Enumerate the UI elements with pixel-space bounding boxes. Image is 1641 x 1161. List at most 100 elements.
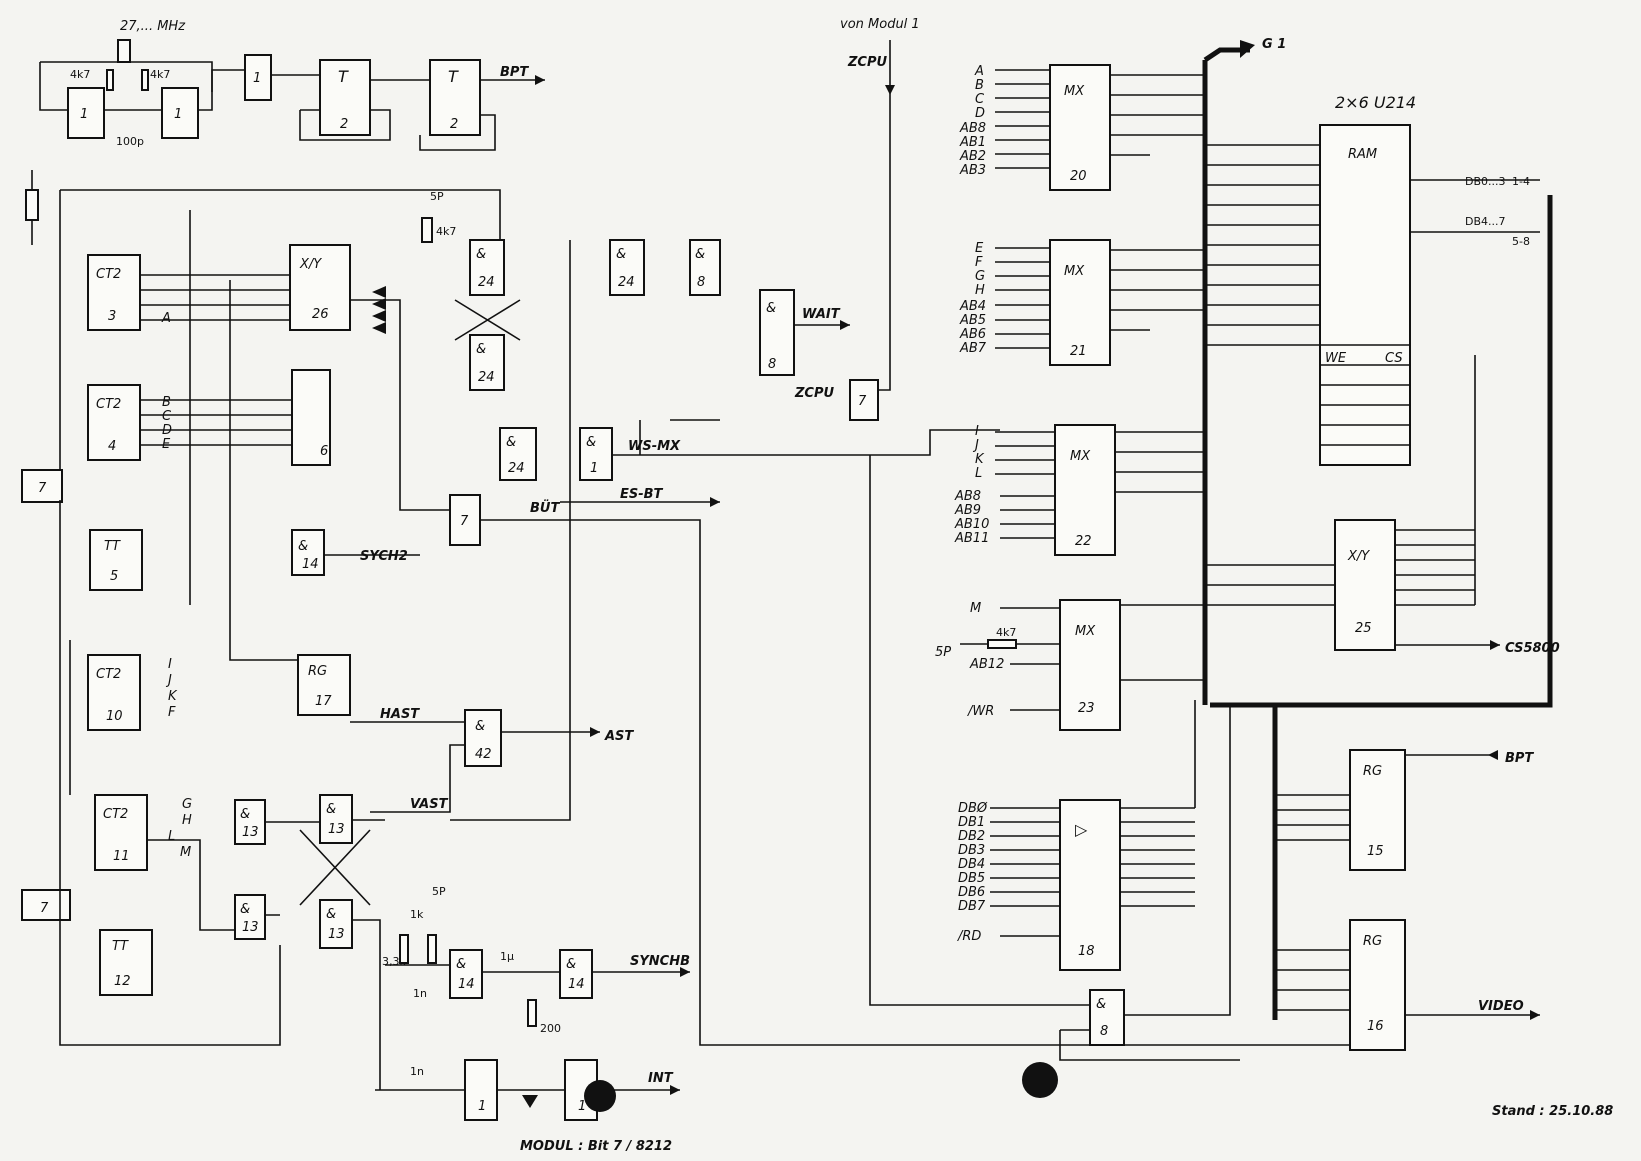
signal-zcpu-mid: ZCPU <box>794 386 834 401</box>
mux-20 <box>1049 64 1111 191</box>
osc-r1-value: 4k7 <box>70 68 90 81</box>
register-rg15-type: RG <box>1363 764 1382 779</box>
signal-cs5800: CS5800 <box>1505 641 1560 656</box>
nand-42-num: 42 <box>475 747 492 762</box>
nand-24c-num: 24 <box>618 275 635 290</box>
osc-c-value: 100p <box>116 135 144 148</box>
demux-xy25-num: 25 <box>1355 621 1372 636</box>
resistor-left <box>25 189 39 221</box>
signal-vast: VAST <box>410 797 449 812</box>
signal-but: BÜT <box>530 500 560 516</box>
flipflop-tt12 <box>99 929 153 996</box>
buf18-in-db3: DB3 <box>958 843 985 858</box>
mux20-in-ab1: AB1 <box>959 135 986 150</box>
buf18-in-db1: DB1 <box>958 815 985 830</box>
signal-int: INT <box>648 1071 674 1086</box>
nand-13a <box>234 799 266 845</box>
mux-23-num: 23 <box>1078 701 1095 716</box>
chip-u7c <box>21 469 63 503</box>
mux-section: MX 20 A B C D AB8 AB1 AB2 AB3 MX 21 E F … <box>935 64 1205 731</box>
flipflop-tt12-num: 12 <box>114 974 131 989</box>
mux20-in-ab3: AB3 <box>959 163 986 178</box>
buf18-in-db5: DB5 <box>958 871 985 886</box>
mux-20-type: MX <box>1064 84 1085 99</box>
nand-24c-type: & <box>616 247 626 262</box>
pullup-resistor <box>421 217 433 243</box>
mux22-in-ab11: AB11 <box>954 531 989 546</box>
counter-ct11-type: CT2 <box>103 807 128 822</box>
from-module-label: von Modul 1 <box>840 17 920 32</box>
ct4-output-b: B <box>162 395 171 410</box>
ram-type: RAM <box>1348 147 1377 162</box>
mux-22-type: MX <box>1070 449 1091 464</box>
mux-23-type: MX <box>1075 624 1096 639</box>
osc-r2-value: 4k7 <box>150 68 170 81</box>
mux23-in-m: M <box>970 601 981 616</box>
mux20-in-c: C <box>975 92 985 107</box>
nand-1-type: & <box>586 435 596 450</box>
register-rg17-num: 17 <box>315 694 332 709</box>
mux23-r-value: 4k7 <box>996 626 1016 639</box>
mux22-in-ab8: AB8 <box>954 489 981 504</box>
osc-r1 <box>106 69 114 91</box>
pullup-r-value: 4k7 <box>436 225 456 238</box>
nand-24a-num: 24 <box>478 275 495 290</box>
r-1k-value: 1k <box>410 908 424 921</box>
chip-u7c-num: 7 <box>38 481 47 496</box>
chip-u7b <box>449 494 481 546</box>
crystal <box>117 39 131 63</box>
chip-u7a-num: 7 <box>858 394 867 409</box>
mux-22-num: 22 <box>1075 534 1092 549</box>
flipflop-t2-type: T <box>448 67 459 86</box>
nand-8c-num: 8 <box>1100 1024 1108 1039</box>
mux20-in-ab8: AB8 <box>959 121 986 136</box>
mux-20-num: 20 <box>1070 169 1087 184</box>
osc-frequency-label: 27,... MHz <box>120 19 186 34</box>
signal-es-bt: ES-BT <box>620 487 664 502</box>
mux23-in-ab12: AB12 <box>969 657 1004 672</box>
gate-u1b <box>161 87 199 139</box>
signal-ws-mx: WS-MX <box>628 439 681 454</box>
mux20-in-ab2: AB2 <box>959 149 986 164</box>
nand-13b-num: 13 <box>328 822 345 837</box>
buf18-in-db7: DB7 <box>958 899 986 914</box>
register-rg16 <box>1349 919 1406 1051</box>
buf18-in-db6: DB6 <box>958 885 985 900</box>
interconnects <box>59 189 1350 1090</box>
chip-u7a <box>849 379 879 421</box>
buf18-in-db0: DBØ <box>958 801 988 816</box>
gate-u1b-type: 1 <box>174 107 182 122</box>
buf18-in-db2: DB2 <box>958 829 985 844</box>
ram-title: 2×6 U214 <box>1335 93 1416 112</box>
signal-hast: HAST <box>380 707 420 722</box>
mux21-in-h: H <box>975 283 985 298</box>
nand-24c <box>609 239 645 296</box>
nand-14c-num: 14 <box>568 977 585 992</box>
nand-13c <box>319 899 353 949</box>
demux-xy26-num: 26 <box>312 307 329 322</box>
demux-xy25 <box>1334 519 1396 651</box>
mux22-in-ab9: AB9 <box>954 503 981 518</box>
nand-13a-type: & <box>240 807 250 822</box>
nand-13b-type: & <box>326 802 336 817</box>
mux22-in-i: I <box>975 424 979 439</box>
signal-synchb: SYNCHB <box>630 954 690 969</box>
ct4-output-c: C <box>162 409 172 424</box>
nand-13d-type: & <box>240 902 250 917</box>
mux-22 <box>1054 424 1116 556</box>
r-1k <box>427 934 437 964</box>
mux22-in-k: K <box>975 452 985 467</box>
counter-ct3 <box>87 254 141 331</box>
flipflop-t1-type: T <box>338 67 349 86</box>
register-rg16-type: RG <box>1363 934 1382 949</box>
counter-ct3-type: CT2 <box>96 267 121 282</box>
nand-24b <box>469 334 505 391</box>
flipflop-tt5-num: 5 <box>110 569 118 584</box>
gate-u1a-type: 1 <box>80 107 88 122</box>
counter-ct11-num: 11 <box>113 849 130 864</box>
nand-13a-num: 13 <box>242 825 259 840</box>
module-note: MODUL : Bit 7 / 8212 <box>520 1139 672 1154</box>
ram-we-label: WE <box>1325 351 1347 366</box>
nand-1 <box>579 427 613 481</box>
